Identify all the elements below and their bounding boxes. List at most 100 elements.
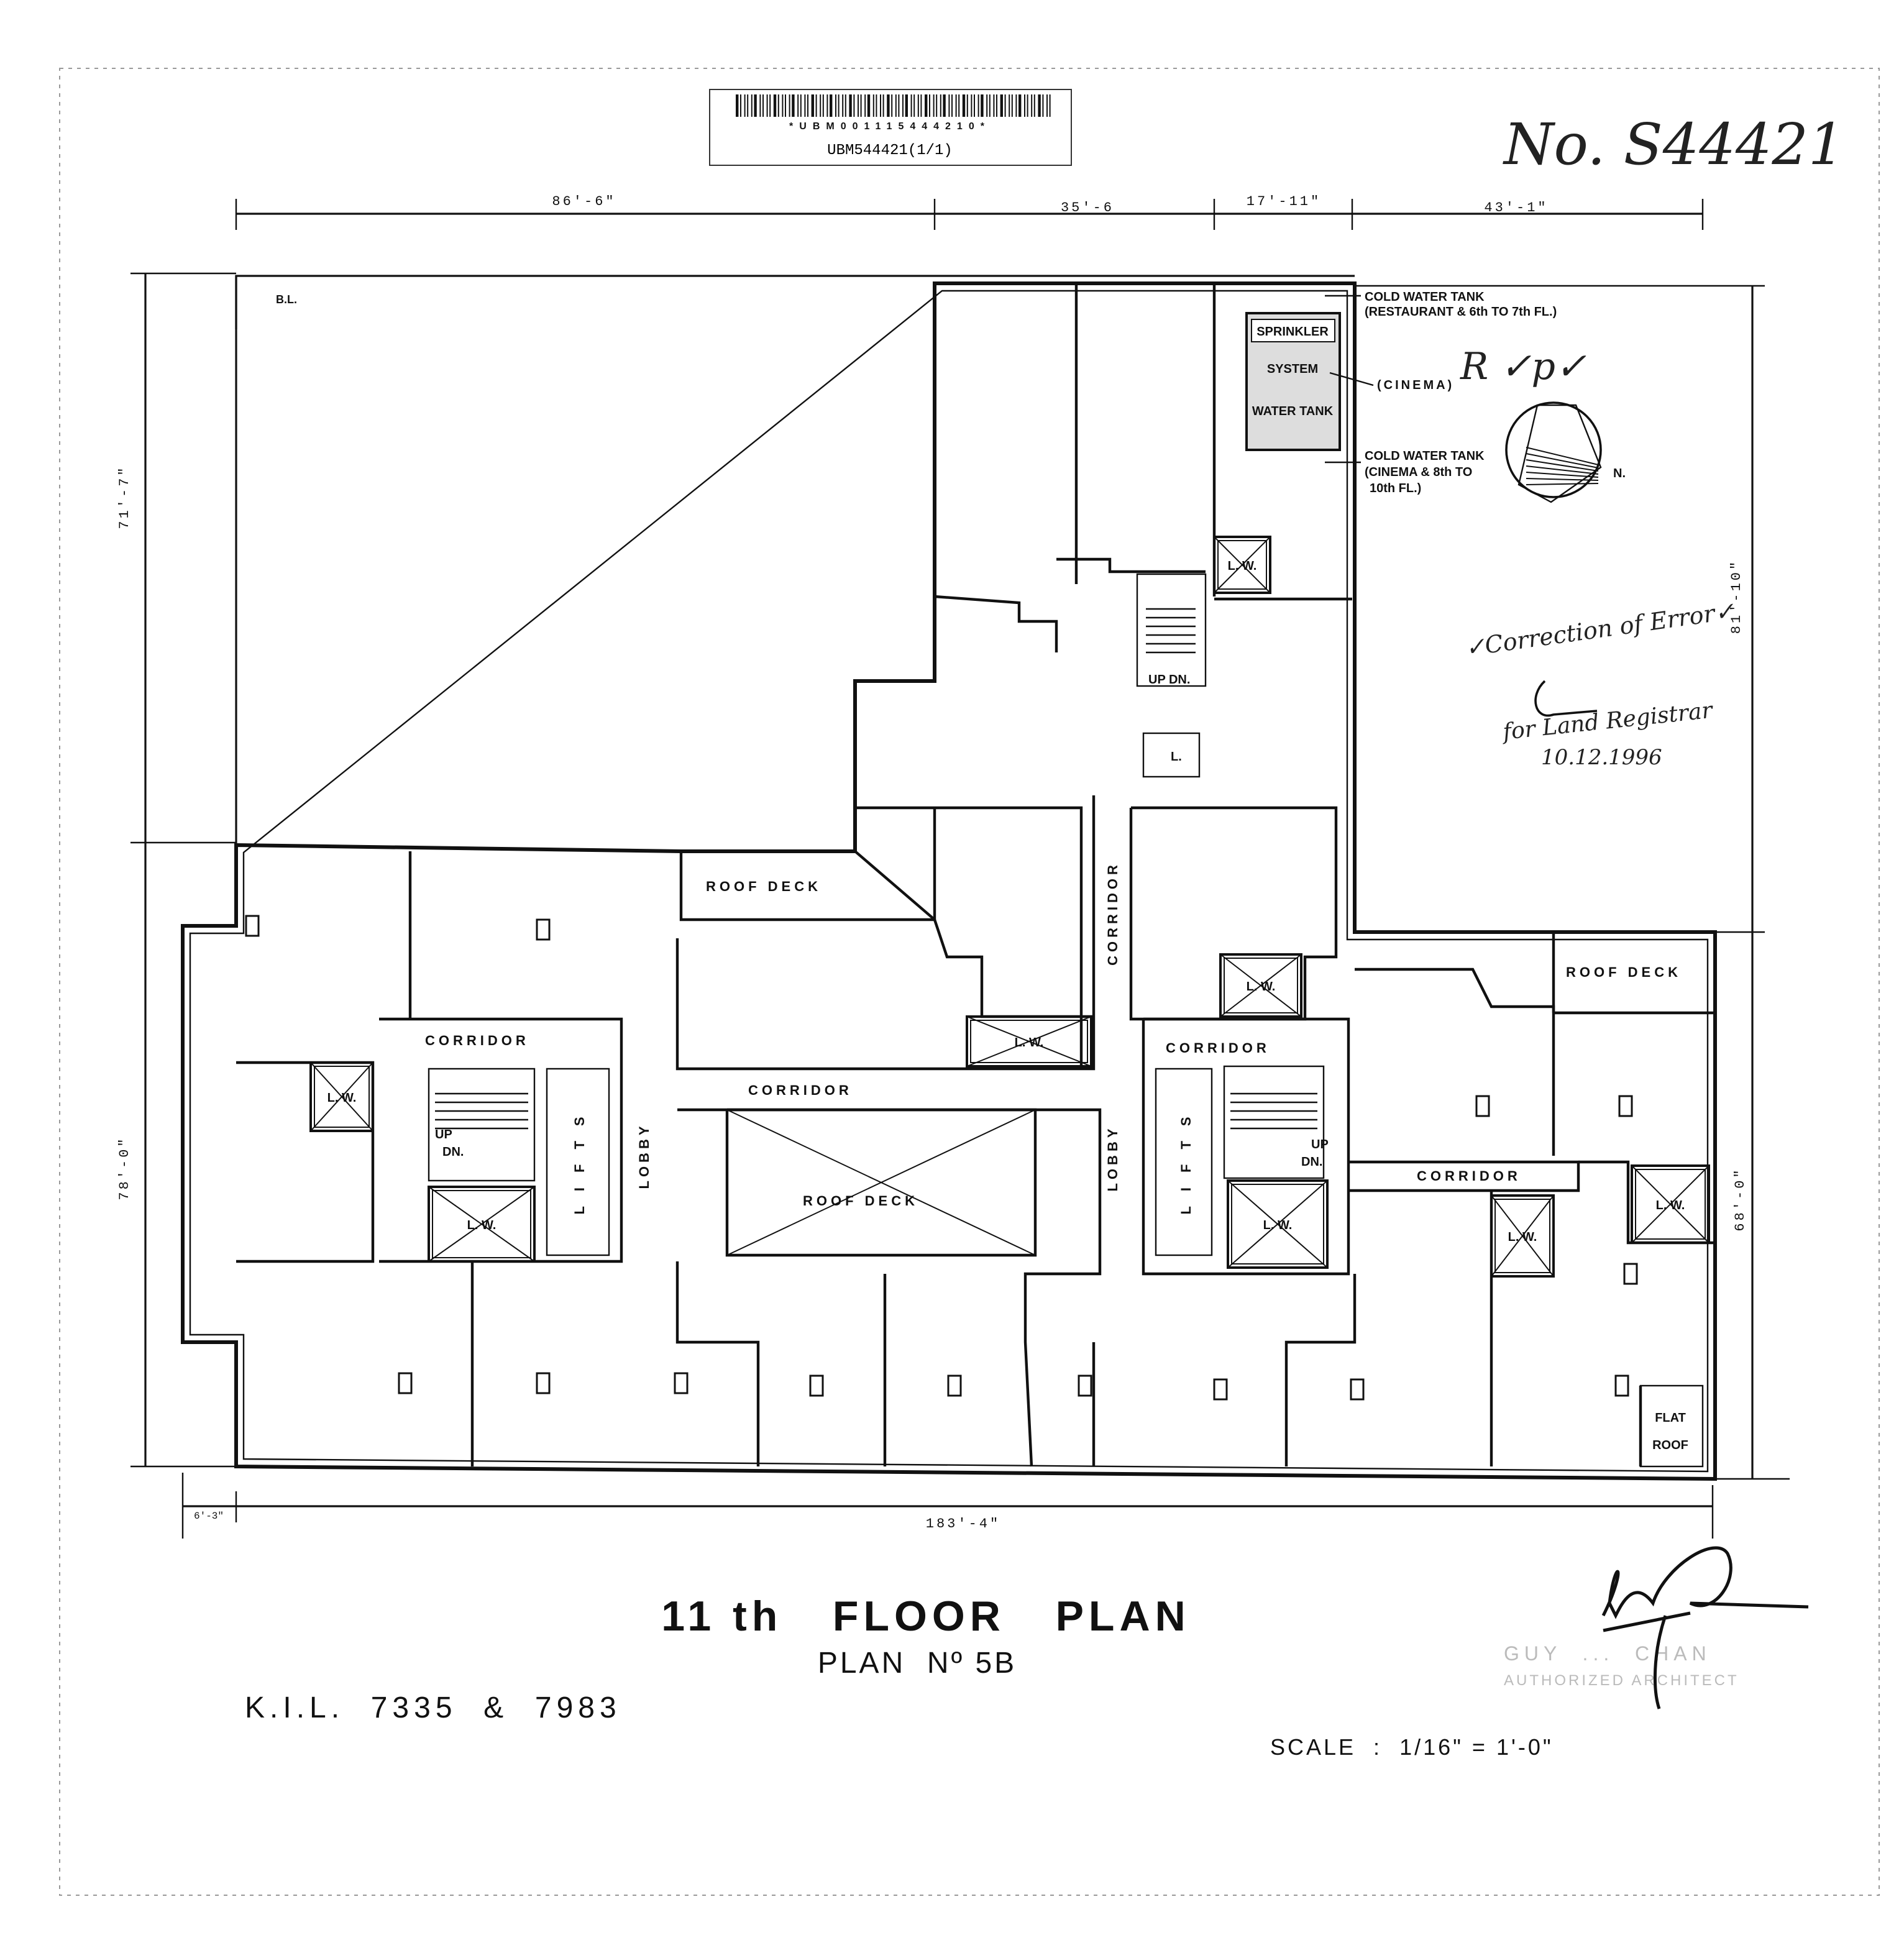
water-tank-label: WATER TANK <box>1252 405 1334 418</box>
lifts-label-1: LIFTS <box>572 1102 587 1214</box>
lift-well-label: L. W. <box>1263 1219 1293 1232</box>
flat-label: FLAT <box>1655 1411 1686 1425</box>
lift-label: L. <box>1171 750 1182 764</box>
dim-right-2: 68'-0" <box>1732 1167 1748 1231</box>
up-label-2: UP <box>1311 1138 1329 1151</box>
page-title: 11 th FLOOR PLAN <box>661 1593 1190 1640</box>
lift-well-box: L. W. <box>428 1186 536 1263</box>
sprinkler-label: SPRINKLER <box>1256 325 1329 339</box>
plan-number: PLAN Nº 5B <box>818 1647 1017 1680</box>
lift-well-box: L. W. <box>1219 953 1302 1018</box>
annotation-date: 10.12.1996 <box>1541 745 1662 770</box>
dim-top-1: 86'-6" <box>552 194 616 209</box>
site-boundary <box>235 275 1355 845</box>
column-marker <box>398 1372 413 1394</box>
dim-top-4: 43'-1" <box>1484 200 1548 216</box>
column-marker <box>1618 1095 1633 1117</box>
lobby-label-2: LOBBY <box>1105 1125 1120 1192</box>
lift-well-label: L. W. <box>1228 559 1257 573</box>
stair-core <box>428 573 1325 1256</box>
column-marker <box>947 1374 962 1397</box>
cold-tank-1-detail: (RESTAURANT & 6th TO 7th FL.) <box>1365 305 1557 319</box>
barcode-text: UBM544421(1/1) <box>827 142 953 159</box>
column-marker <box>536 918 551 941</box>
system-label: SYSTEM <box>1267 362 1318 376</box>
roof-deck-cross <box>726 1109 1036 1256</box>
barcode-label: *UBM001115444210* UBM544421(1/1) <box>709 89 1072 166</box>
corridor-label-1: CORRIDOR <box>425 1033 529 1048</box>
annotation-signature <box>1534 680 1598 717</box>
architect-signature <box>1601 1546 1809 1709</box>
column-marker <box>1623 1263 1638 1285</box>
lift-well-label: L. W. <box>1656 1199 1685 1212</box>
lift-well-box: L. W. <box>1490 1194 1555 1278</box>
column-marker <box>245 915 260 937</box>
barcode-icon <box>736 94 1051 117</box>
lifts-label-2: LIFTS <box>1178 1102 1194 1214</box>
corridor-label-3: CORRIDOR <box>1105 861 1120 966</box>
dim-right-1: 81'-10" <box>1729 559 1744 634</box>
dim-bottom-1: 6'-3" <box>194 1511 224 1522</box>
architect-stamp-name: GUY ... CHAN <box>1504 1642 1711 1665</box>
dimension-lines <box>130 199 1790 1539</box>
architect-stamp-title: AUTHORIZED ARCHITECT <box>1504 1672 1739 1689</box>
north-compass-icon <box>1505 401 1602 503</box>
dn-label-1: DN. <box>442 1145 464 1159</box>
tank-room: SPRINKLER SYSTEM WATER TANK <box>1245 295 1374 464</box>
lift-well-label: L. W. <box>327 1091 357 1105</box>
handwritten-number: No. S44421 <box>1503 111 1844 178</box>
scale-label: SCALE : 1/16" = 1'-0" <box>1270 1734 1554 1760</box>
up-label-1: UP <box>435 1128 452 1141</box>
lift-well-box: L. W. <box>1213 536 1271 594</box>
up-dn-label-3: UP DN. <box>1148 673 1190 687</box>
cinema-label: (CINEMA) <box>1377 378 1454 392</box>
corridor-label-2: CORRIDOR <box>748 1082 853 1098</box>
interior-walls <box>236 283 1715 1467</box>
lift-well-boxes: L. W. L. W. L. W. L. W. L. W. L. W. L. W. L. W. <box>309 536 1710 1278</box>
building-inner-outline <box>189 290 1709 1473</box>
lift-well-label: L. W. <box>1508 1230 1537 1244</box>
cold-tank-1-title: COLD WATER TANK <box>1365 290 1485 304</box>
roof-deck-label-3: ROOF DECK <box>803 1193 918 1209</box>
annotation-registrar: for Land Registrar <box>1500 698 1715 746</box>
dim-left-1: 71'-7" <box>117 465 132 529</box>
initials: R ✓p✓ <box>1460 345 1586 388</box>
dim-top-2: 35'-6 <box>1061 200 1114 216</box>
column-marker <box>536 1372 551 1394</box>
lift-well-box: L. W. <box>966 1015 1092 1068</box>
column-marker <box>1350 1378 1365 1401</box>
corridor-label-4: CORRIDOR <box>1166 1040 1270 1056</box>
column-marker <box>1078 1374 1092 1397</box>
lobby-label-1: LOBBY <box>636 1123 652 1189</box>
lot-number: K.I.L. 7335 & 7983 <box>245 1691 621 1724</box>
lift-well-box: L. W. <box>1227 1179 1329 1269</box>
cold-tank-2-detail: (CINEMA & 8th TO <box>1365 465 1472 479</box>
sheet-border <box>59 68 1880 1896</box>
lift-well-box: L. W. <box>309 1061 374 1132</box>
corridor-label-5: CORRIDOR <box>1417 1168 1521 1184</box>
correction-annotation: ✓Correction of Error✓ <box>1463 597 1736 662</box>
lift-well-label: L. W. <box>1015 1036 1044 1050</box>
cold-tank-2-title: COLD WATER TANK <box>1365 449 1485 463</box>
building-outline <box>181 281 1717 1481</box>
column-marker <box>1213 1378 1228 1401</box>
lift-well-label: L. W. <box>1247 980 1276 994</box>
lift-well-label: L. W. <box>467 1219 497 1232</box>
dim-left-2: 78'-0" <box>117 1136 132 1200</box>
barcode-code: *UBM001115444210* <box>789 121 991 132</box>
column-marker <box>809 1374 824 1397</box>
column-marker <box>674 1372 689 1394</box>
roof-deck-label-2: ROOF DECK <box>1566 964 1682 980</box>
north-label: N. <box>1613 467 1626 480</box>
dn-label-2: DN. <box>1301 1155 1322 1169</box>
dim-bottom-2: 183'-4" <box>926 1516 1000 1532</box>
boundary-mark: B.L. <box>276 293 297 306</box>
flat-roof-area <box>1639 1384 1704 1468</box>
column-markers <box>245 915 1638 1401</box>
roof-deck-label-1: ROOF DECK <box>706 879 822 894</box>
lift-well-box: L. W. <box>1631 1164 1710 1244</box>
column-marker <box>1475 1095 1490 1117</box>
roof-label: ROOF <box>1652 1438 1688 1452</box>
dim-top-3: 17'-11" <box>1247 194 1321 209</box>
